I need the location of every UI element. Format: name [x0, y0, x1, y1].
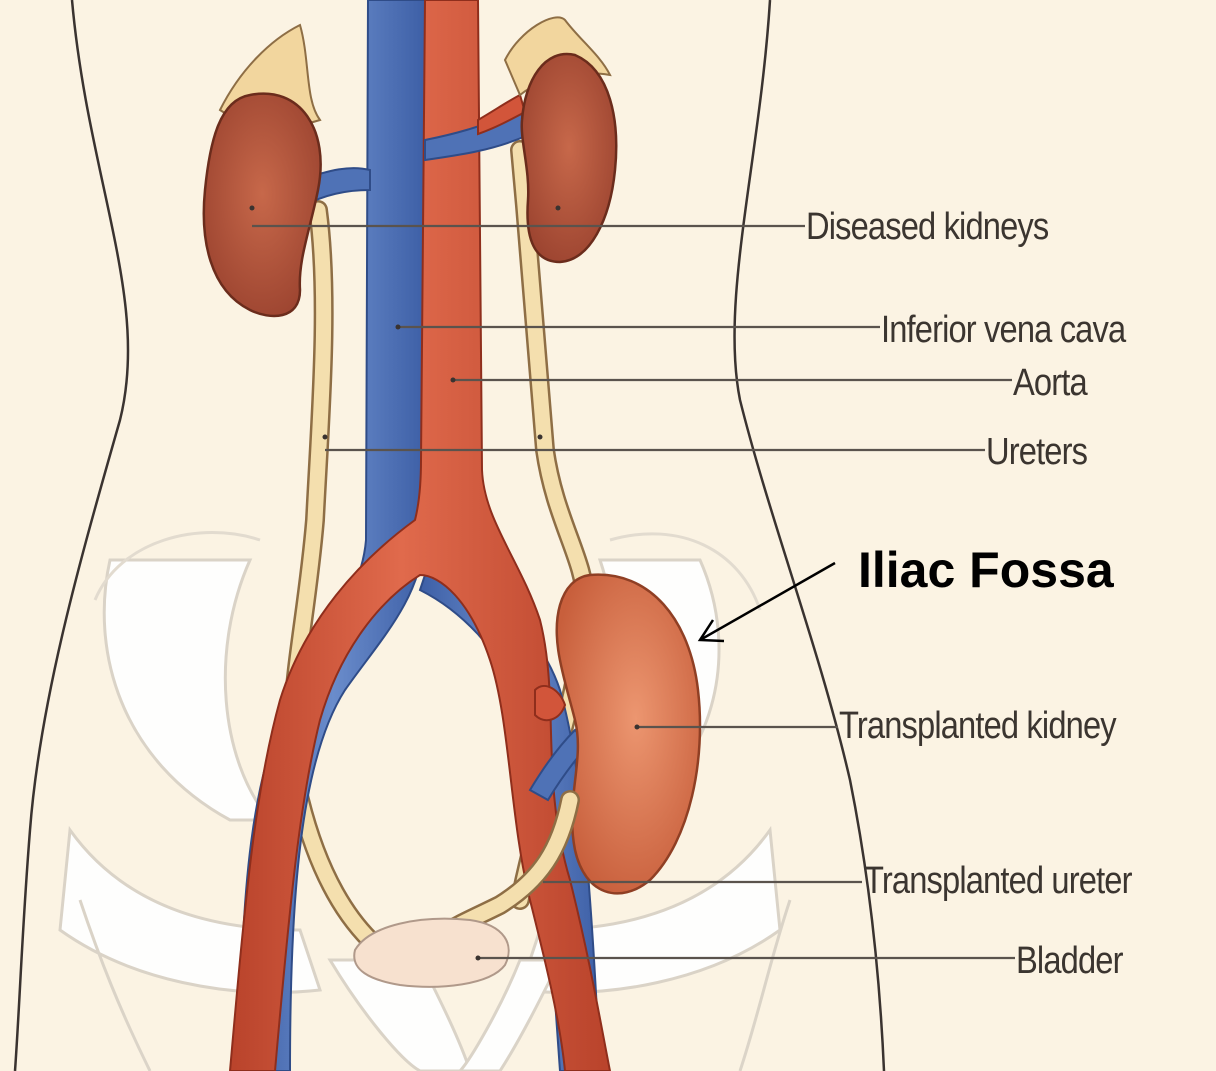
callout-iliac-fossa: Iliac Fossa — [858, 545, 1114, 595]
label-inferior-vena-cava: Inferior vena cava — [881, 311, 1125, 349]
label-transplanted-ureter: Transplanted ureter — [864, 862, 1132, 900]
label-diseased-kidneys: Diseased kidneys — [806, 208, 1048, 246]
label-bladder: Bladder — [1016, 942, 1123, 980]
label-transplanted-kidney: Transplanted kidney — [839, 707, 1116, 745]
label-aorta: Aorta — [1013, 364, 1087, 402]
label-ureters: Ureters — [986, 433, 1087, 471]
